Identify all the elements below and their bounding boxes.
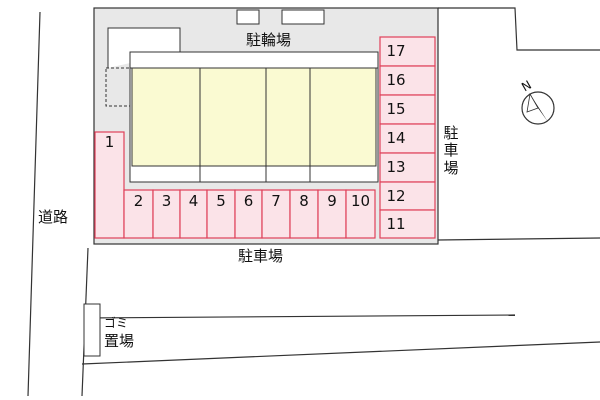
parking-label-bottom: 駐車場 [238, 247, 284, 265]
parking-space [379, 94, 436, 125]
parking-number: 15 [386, 100, 406, 118]
bicycle-shelter-1 [236, 9, 260, 25]
building-unit-2 [199, 67, 267, 167]
parking-number: 11 [386, 215, 406, 233]
building-unit-3 [265, 67, 311, 167]
parking-space [379, 181, 436, 211]
parking-number: 5 [216, 192, 226, 210]
parking-space [379, 209, 436, 239]
parking-space [317, 189, 347, 239]
parking-space [379, 123, 436, 154]
parking-space [345, 189, 376, 239]
parking-space [94, 131, 125, 239]
parking-row-bottom [123, 189, 376, 239]
bicycle-shelter-2 [281, 9, 325, 25]
property-line-right-lower [437, 237, 600, 241]
entrance-structure [107, 27, 181, 68]
property-line-garbage-top [83, 314, 516, 319]
north-arrow-icon [521, 91, 555, 125]
parking-number: 9 [327, 192, 337, 210]
property-line-bottom [81, 341, 600, 365]
parking-number: 2 [133, 192, 144, 210]
parking-space [261, 189, 291, 239]
parking-number: 16 [386, 71, 406, 89]
parking-number: 13 [386, 158, 406, 176]
parking-number: 14 [386, 129, 406, 147]
parking-space [379, 36, 436, 67]
bicycle-parking-label: 駐輪場 [246, 31, 292, 49]
parking-space [379, 65, 436, 96]
building-unit-4 [309, 67, 377, 167]
parking-space [379, 152, 436, 183]
property-line-top-right [438, 7, 600, 51]
parking-space [179, 189, 208, 239]
garbage-label-line2: 置場 [104, 332, 135, 350]
parking-number: 10 [350, 192, 371, 210]
parking-space [289, 189, 319, 239]
parking-number: 1 [104, 133, 115, 151]
garbage-label-line1: ゴミ [104, 316, 129, 330]
parking-number: 7 [271, 192, 281, 210]
parking-label-right: 駐車場 [443, 124, 459, 177]
road-label: 道路 [38, 208, 69, 226]
parking-number: 8 [299, 192, 309, 210]
parking-space [206, 189, 236, 239]
parking-number: 12 [386, 187, 406, 205]
garbage-area [83, 303, 101, 357]
parking-number: 6 [243, 192, 254, 210]
parking-number: 4 [188, 192, 199, 210]
parking-number: 3 [161, 192, 172, 210]
parking-space [152, 189, 181, 239]
parking-space [234, 189, 263, 239]
building-unit-1 [131, 67, 201, 167]
parking-column-right [379, 36, 436, 239]
parking-number: 17 [386, 42, 406, 60]
road-line-left [27, 11, 41, 397]
